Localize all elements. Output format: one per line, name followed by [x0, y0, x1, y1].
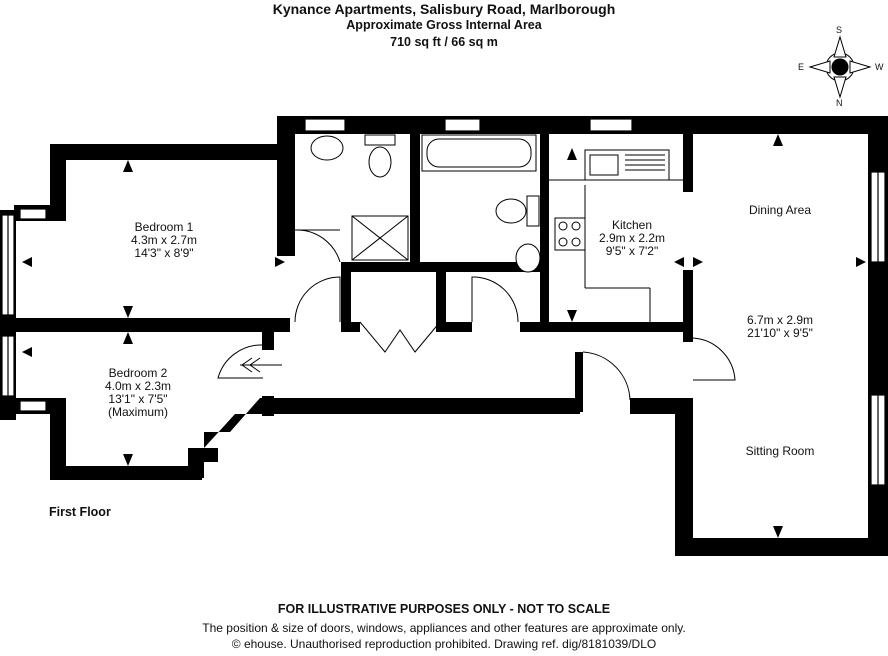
room-imperial: 14'3" x 8'9": [134, 246, 194, 260]
room-metric: 6.7m x 2.9m: [746, 313, 814, 327]
disclaimer: FOR ILLUSTRATIVE PURPOSES ONLY - NOT TO …: [277, 602, 611, 616]
room-dining-area: Dining Area: [705, 204, 855, 217]
room-name: Dining Area: [748, 203, 812, 217]
plan-title: Kynance Apartments, Salisbury Road, Marl…: [272, 1, 616, 17]
room-note: (Maximum): [108, 405, 168, 419]
entry-arrow: [240, 357, 282, 373]
room-imperial: 21'10" x 9'5": [747, 326, 813, 340]
room-imperial: 13'1" x 7'5": [108, 392, 168, 406]
room-kitchen: Kitchen 2.9m x 2.2m 9'5" x 7'2": [557, 219, 707, 258]
doors: [217, 229, 736, 401]
compass-e: E: [798, 62, 805, 72]
room-living-dimensions: 6.7m x 2.9m 21'10" x 9'5": [705, 314, 855, 340]
compass-s: S: [836, 25, 843, 35]
floor-label: First Floor: [49, 505, 111, 519]
room-metric: 4.0m x 2.3m: [104, 379, 172, 393]
windows: [1, 118, 886, 486]
footer-note: The position & size of doors, windows, a…: [202, 621, 686, 635]
plan-area: 710 sq ft / 66 sq m: [390, 35, 498, 49]
dimension-markers: [22, 134, 866, 538]
compass-w: W: [875, 62, 884, 72]
room-bedroom-2: Bedroom 2 4.0m x 2.3m 13'1" x 7'5" (Maxi…: [63, 367, 213, 419]
room-imperial: 9'5" x 7'2": [605, 244, 659, 258]
plan-subtitle: Approximate Gross Internal Area: [346, 18, 542, 32]
room-name: Sitting Room: [745, 444, 815, 458]
copyright: © ehouse. Unauthorised reproduction proh…: [231, 637, 657, 651]
compass-rose-icon: [808, 35, 872, 99]
compass-n: N: [836, 98, 843, 108]
room-metric: 4.3m x 2.7m: [130, 233, 198, 247]
room-name: Kitchen: [611, 218, 653, 232]
sink-drainer-lines: [625, 154, 665, 171]
room-metric: 2.9m x 2.2m: [598, 231, 666, 245]
room-name: Bedroom 1: [134, 220, 194, 234]
room-sitting-room: Sitting Room: [705, 445, 855, 458]
room-bedroom-1: Bedroom 1 4.3m x 2.7m 14'3" x 8'9": [89, 221, 239, 260]
room-name: Bedroom 2: [108, 366, 168, 380]
